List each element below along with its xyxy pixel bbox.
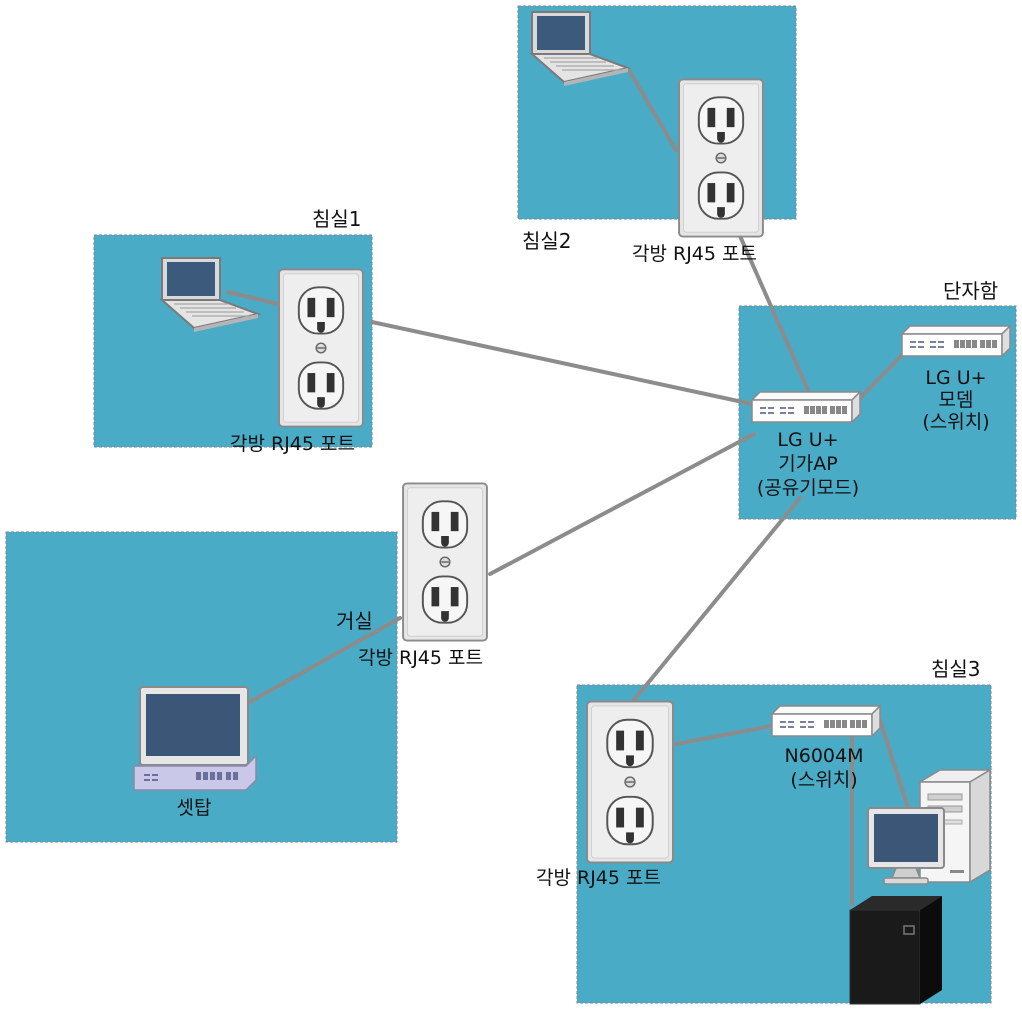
desktop-pc-icon <box>917 768 993 884</box>
cables <box>226 70 910 906</box>
port-label-living: 각방 RJ45 포트 <box>358 647 483 669</box>
cable-outlet-living-to-ap <box>488 432 756 576</box>
room-label-bedroom1: 침실1 <box>312 207 362 231</box>
room-areas <box>5 5 1017 1004</box>
switch-label-line2: (스위치) <box>790 769 857 791</box>
cable-laptop1-to-outlet1 <box>226 290 280 306</box>
devices <box>133 10 1011 1005</box>
wall-outlet-icon <box>278 268 364 428</box>
wall-outlet-icon <box>678 78 764 238</box>
cable-outlet2-to-ap <box>738 234 810 392</box>
room-label-bedroom3: 침실3 <box>931 657 981 681</box>
cable-outlet1-to-ap <box>370 320 754 406</box>
modem-label-line3: (스위치) <box>922 411 989 433</box>
ap-label-line1: LG U+ <box>777 429 838 451</box>
cable-ap-to-modem <box>858 350 907 400</box>
cable-ap-to-outlet3 <box>632 496 802 702</box>
modem-label-line2: 모뎀 <box>939 389 974 411</box>
modem-icon <box>901 325 1011 357</box>
port-label-bedroom3: 각방 RJ45 포트 <box>536 867 661 889</box>
port-label-bedroom2: 각방 RJ45 포트 <box>632 243 757 265</box>
settop-tv-icon <box>133 686 257 791</box>
ap-router-icon <box>751 391 861 423</box>
cable-switch-to-pc <box>878 718 910 810</box>
switch-label-line1: N6004M <box>785 745 864 767</box>
cable-outlet3-to-switch <box>674 724 774 746</box>
room-label-bedroom2: 침실2 <box>522 229 572 253</box>
cable-settop-to-outlet-living <box>244 616 402 706</box>
port-label-bedroom1: 각방 RJ45 포트 <box>230 433 355 455</box>
room-label-panel: 단자함 <box>943 279 998 303</box>
server-icon <box>849 896 942 1005</box>
settop-label: 셋탑 <box>177 797 212 819</box>
switch-icon <box>771 705 881 737</box>
room-label-living: 거실 <box>336 609 373 633</box>
ap-label-line2: 기가AP <box>778 453 837 475</box>
modem-label-line1: LG U+ <box>925 367 986 389</box>
wall-outlet-icon <box>402 482 488 642</box>
cable-laptop2-to-outlet2 <box>628 70 678 152</box>
ap-label-line3: (공유기모드) <box>757 477 859 499</box>
labels: 침실1 침실2 단자함 거실 침실3 각방 RJ45 포트 각방 RJ45 포트… <box>177 207 999 889</box>
wall-outlet-icon <box>586 700 674 864</box>
